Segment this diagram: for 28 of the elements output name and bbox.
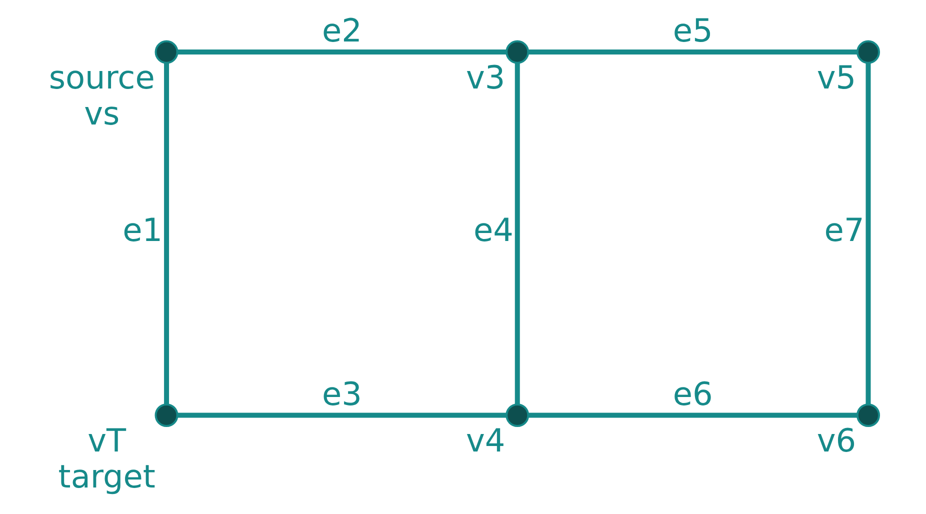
connector [177,50,506,55]
node-label: vT [87,422,126,460]
node-circle [154,40,178,64]
edge-label: e3 [321,374,362,413]
edge-label: e2 [321,12,362,50]
node-label: v4 [466,422,505,460]
edge-label: e5 [672,12,712,50]
connector [528,412,857,418]
node-label: v3 [466,58,505,96]
edge-label: e4 [472,211,513,250]
node-label: v5 [816,58,856,96]
node-circle [856,40,880,64]
node-label: vs [84,94,120,132]
node-label: target [58,458,155,496]
node-label: source [48,58,154,96]
connector [865,63,870,404]
connector [514,63,520,404]
node-circle [154,403,178,428]
edge-label: e6 [672,374,712,413]
node-circle [505,403,529,428]
connector [164,63,169,404]
node-label: v6 [816,422,856,460]
edge-label: e1 [122,211,162,250]
node-circle [505,40,529,64]
connector [177,412,506,418]
node-circle [856,403,880,428]
connector [528,50,857,55]
edge-label: e7 [824,211,864,250]
